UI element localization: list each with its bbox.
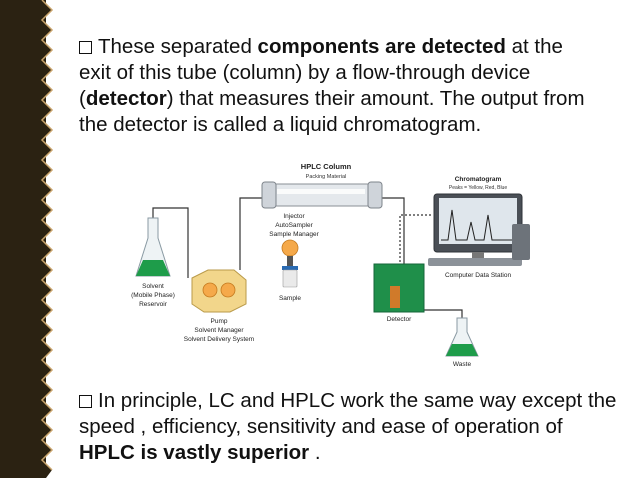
label-injector: Injector <box>283 213 305 220</box>
checkbox-bullet-icon <box>79 41 92 54</box>
solvent-reservoir: Solvent (Mobile Phase) Reservoir <box>131 217 175 308</box>
para1-text-c: ) that measures their amount. The output… <box>79 87 585 136</box>
paragraph-detected: These separated components are detected … <box>79 34 599 138</box>
para1-text-b: at the exit of this tube (column) by a f… <box>79 35 563 110</box>
label-waste: Waste <box>453 361 472 368</box>
label-mobile-phase: (Mobile Phase) <box>131 292 175 299</box>
computer-tower-icon <box>512 224 530 260</box>
label-peaks: Peaks = Yellow, Red, Blue <box>449 185 507 191</box>
label-computer-data-station: Computer Data Station <box>445 272 512 279</box>
paragraph-principle-text: In principle, LC and HPLC work the same … <box>79 388 619 466</box>
zigzag-border <box>0 0 54 478</box>
pump-head-right-icon <box>220 282 236 298</box>
computer-data-station: Chromatogram Peaks = Yellow, Red, Blue C… <box>428 176 530 279</box>
label-autosampler: AutoSampler <box>275 222 313 229</box>
injector-valve-icon <box>281 239 299 257</box>
paragraph-principle: In principle, LC and HPLC work the same … <box>79 388 619 466</box>
hplc-diagram: HPLC Column Packing Material Injector Au… <box>131 162 530 368</box>
label-solvent-manager: Solvent Manager <box>194 327 244 334</box>
para2-text-a: In principle, LC and HPLC work the same … <box>79 389 617 438</box>
hplc-column: HPLC Column Packing Material <box>261 162 383 209</box>
para1-bold-components: components are detected <box>257 35 506 58</box>
label-pump: Pump <box>211 318 228 325</box>
sample-vial-icon <box>282 269 298 288</box>
label-packing-material: Packing Material <box>306 174 347 180</box>
label-solvent-delivery: Solvent Delivery System <box>184 336 254 343</box>
pump: Pump Solvent Manager Solvent Delivery Sy… <box>184 269 254 343</box>
para2-text-b: . <box>309 441 321 464</box>
para1-text-a: These separated <box>98 35 258 58</box>
detector-cell <box>390 286 400 308</box>
injector-needle <box>287 256 293 266</box>
label-reservoir: Reservoir <box>139 301 168 308</box>
keyboard-icon <box>428 258 522 266</box>
label-solvent: Solvent <box>142 283 164 290</box>
label-sample: Sample <box>279 295 301 302</box>
checkbox-bullet-icon <box>79 395 92 408</box>
label-sample-manager: Sample Manager <box>269 231 319 238</box>
pump-head-left-icon <box>202 282 218 298</box>
detector: Detector <box>373 263 425 323</box>
paragraph-detected-text: These separated components are detected … <box>79 34 599 138</box>
chromatogram-trace <box>441 209 515 241</box>
para1-bold-detector: detector <box>85 87 167 110</box>
sample-cap <box>282 266 298 270</box>
waste-flask: Waste <box>445 317 479 368</box>
label-chromatogram: Chromatogram <box>455 176 502 183</box>
label-detector: Detector <box>387 316 412 323</box>
monitor-screen <box>439 198 517 244</box>
label-hplc-column: HPLC Column <box>301 162 352 171</box>
para2-bold-superior: HPLC is vastly superior <box>79 441 310 464</box>
injector: Injector AutoSampler Sample Manager Samp… <box>269 213 319 302</box>
